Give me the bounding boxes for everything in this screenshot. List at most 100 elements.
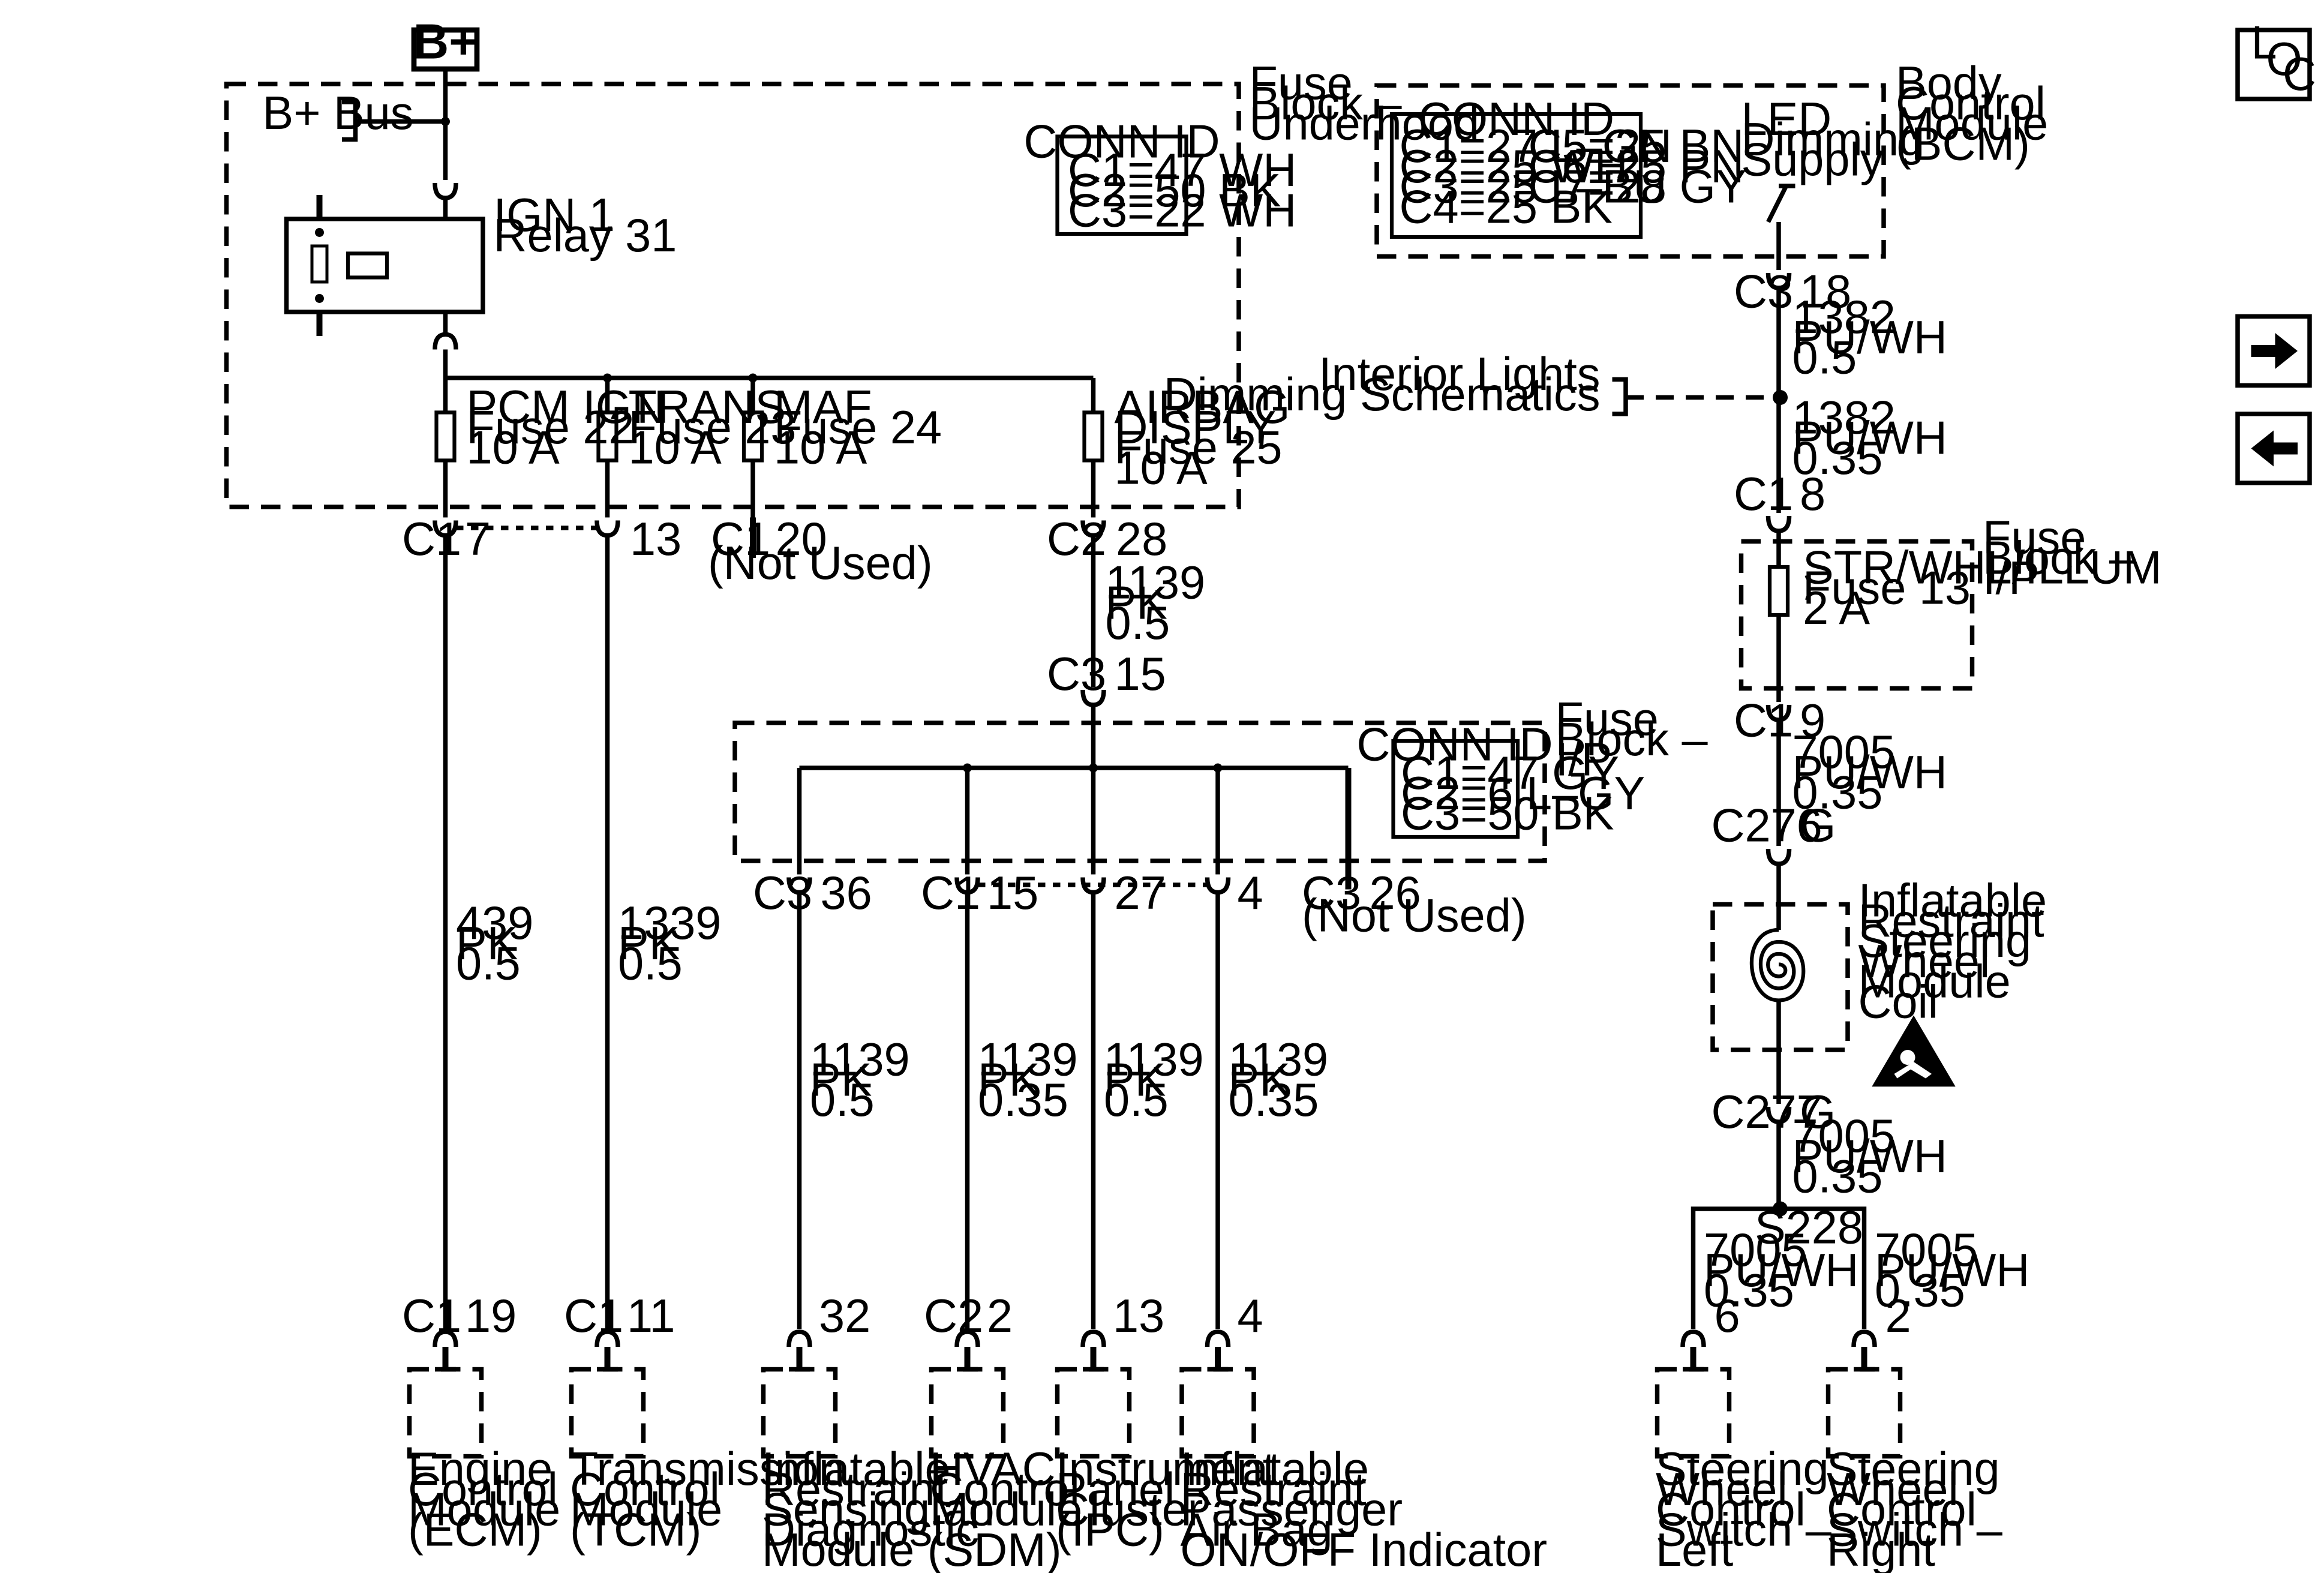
wire-label: 0.5 — [1106, 598, 1170, 649]
conn-id-row: C3=50 BK — [1401, 788, 1614, 840]
module-name: Restraint — [1181, 1464, 1367, 1515]
junction-dot — [441, 116, 451, 126]
module-cup — [786, 1329, 812, 1347]
interior-lights-ref: Dimming Schematics — [1164, 369, 1601, 421]
wire-label: 7005 — [1792, 1110, 1896, 1162]
conn-id-row: C7=28 GY — [1529, 161, 1747, 213]
left-arrow-icon — [2251, 430, 2298, 467]
pin-number: 13 — [630, 514, 681, 565]
switch-name: Control — [1656, 1484, 1806, 1536]
fuse-label: 10 A — [467, 422, 560, 473]
loc-letter: O — [2266, 34, 2302, 85]
pin-number: 4 — [1238, 867, 1263, 919]
wire-label: PU/WH — [1792, 1131, 1947, 1182]
switch-name: Right — [1827, 1524, 1935, 1573]
pin-number: 9 — [1800, 695, 1825, 746]
loc-button[interactable] — [2235, 28, 2312, 101]
pin-number: 2 — [987, 1290, 1013, 1342]
module-name: Cluster — [1056, 1484, 1203, 1536]
switch-name: Control — [1827, 1484, 1977, 1536]
junction-dot — [315, 293, 325, 303]
relay-coil — [346, 251, 389, 280]
pin-number: 8 — [1800, 469, 1825, 520]
right-arrow-icon — [2251, 333, 2298, 369]
module-name: Inflatable — [762, 1443, 951, 1495]
b-plus-bus-label: B+ Bus — [263, 88, 414, 139]
led-supply-label: LED — [1742, 94, 1832, 145]
switch-name: Switch – — [1827, 1504, 2003, 1556]
wire-label: 0.5 — [810, 1074, 875, 1126]
conn-name: C1 — [402, 1290, 461, 1342]
wire-label: 1139 — [1104, 1034, 1204, 1086]
conn-id-title: CONN ID — [1023, 116, 1220, 168]
pin-number: G — [1800, 800, 1836, 852]
interior-lights-splice — [1773, 390, 1788, 405]
conn-name: C1 — [564, 1290, 623, 1342]
led-supply-label: Supply — [1742, 134, 1884, 186]
conn-name: C277 — [1712, 1086, 1822, 1138]
underhood-title: Block – — [1250, 78, 1403, 130]
conn-id-row: C2=6 L–GY — [1401, 768, 1645, 819]
wire-label: 1382 — [1792, 392, 1896, 443]
pin-number: 36 — [821, 867, 872, 919]
wire-label: 0.35 — [1792, 767, 1883, 818]
ip-block-title: I/P — [1556, 734, 1613, 785]
conn-id-row: C2=25 WH — [1400, 141, 1628, 193]
module-name: Module — [570, 1484, 722, 1536]
pin-number: 15 — [1115, 649, 1166, 700]
fuse-13 — [1767, 565, 1790, 617]
ip-block-title: Fuse — [1556, 694, 1659, 745]
module-name: Control — [408, 1464, 558, 1515]
wire-label: 1339 — [618, 897, 721, 949]
wire-label: 0.35 — [1792, 433, 1883, 484]
module-name: ON/OFF Indicator — [1181, 1524, 1548, 1573]
module-cup — [594, 1329, 620, 1347]
module-name: Module — [930, 1484, 1082, 1536]
bcm-title: Module — [1896, 98, 2048, 150]
fuse-label: 10 A — [774, 422, 867, 473]
coil-label: Inflatable — [1858, 875, 2047, 927]
coil-label: Coil — [1858, 976, 1939, 1028]
body-control-module — [1374, 83, 1886, 259]
wire-label: 7005 — [1704, 1224, 1807, 1276]
pin-number: 2 — [1885, 1290, 1911, 1342]
wire-label: PK — [978, 1054, 1040, 1106]
pin-number: 27 — [1115, 867, 1166, 919]
steering-switch-0 — [1655, 1367, 1732, 1459]
fuse-1 — [596, 410, 618, 463]
wire-label: 0.35 — [1229, 1074, 1319, 1126]
wire-label: PK — [1106, 577, 1167, 629]
pin-number: 11 — [627, 1290, 675, 1342]
wire-label: 439 — [456, 897, 533, 949]
pin-number: 20 — [776, 514, 827, 565]
b-plus-label: B+ — [413, 14, 478, 70]
fuse-label: TRANS — [629, 382, 786, 433]
fuse-label: Fuse 25 — [1115, 422, 1283, 473]
module-name: Instrument — [1056, 1443, 1275, 1495]
module-name: Module (SDM) — [762, 1524, 1062, 1573]
loc-letter: C — [2283, 49, 2316, 100]
underhood-title: Fuse — [1250, 58, 1353, 109]
relay-label: Relay 31 — [494, 210, 677, 262]
fuse-0 — [434, 410, 457, 463]
output-cup — [594, 520, 620, 538]
wire-label: PU/WH — [1875, 1245, 2029, 1296]
interior-lights-ref: Interior Lights — [1319, 349, 1601, 400]
conn-id-row: C1=47 GY — [1401, 748, 1619, 799]
conn-id-title: CONN ID — [1356, 719, 1553, 770]
steering-coil-module — [1710, 902, 1850, 1052]
fuse-label: Fuse 22 — [467, 402, 635, 454]
module-5 — [1179, 1367, 1256, 1459]
pin-number: 32 — [819, 1290, 870, 1342]
junction-dot — [315, 227, 325, 237]
switch-name: Wheel — [1656, 1464, 1788, 1515]
module-cup — [1205, 1329, 1231, 1347]
airbag-warning-icon-detail — [1900, 1049, 1915, 1065]
fuse-label: 10 A — [1115, 442, 1208, 494]
coil-label: Wheel — [1858, 936, 1990, 987]
wire-label: 7005 — [1875, 1224, 1978, 1276]
fuse-block-underhood — [224, 82, 1241, 509]
wire-label: PK — [618, 918, 680, 969]
switch-cup — [1680, 1329, 1706, 1347]
